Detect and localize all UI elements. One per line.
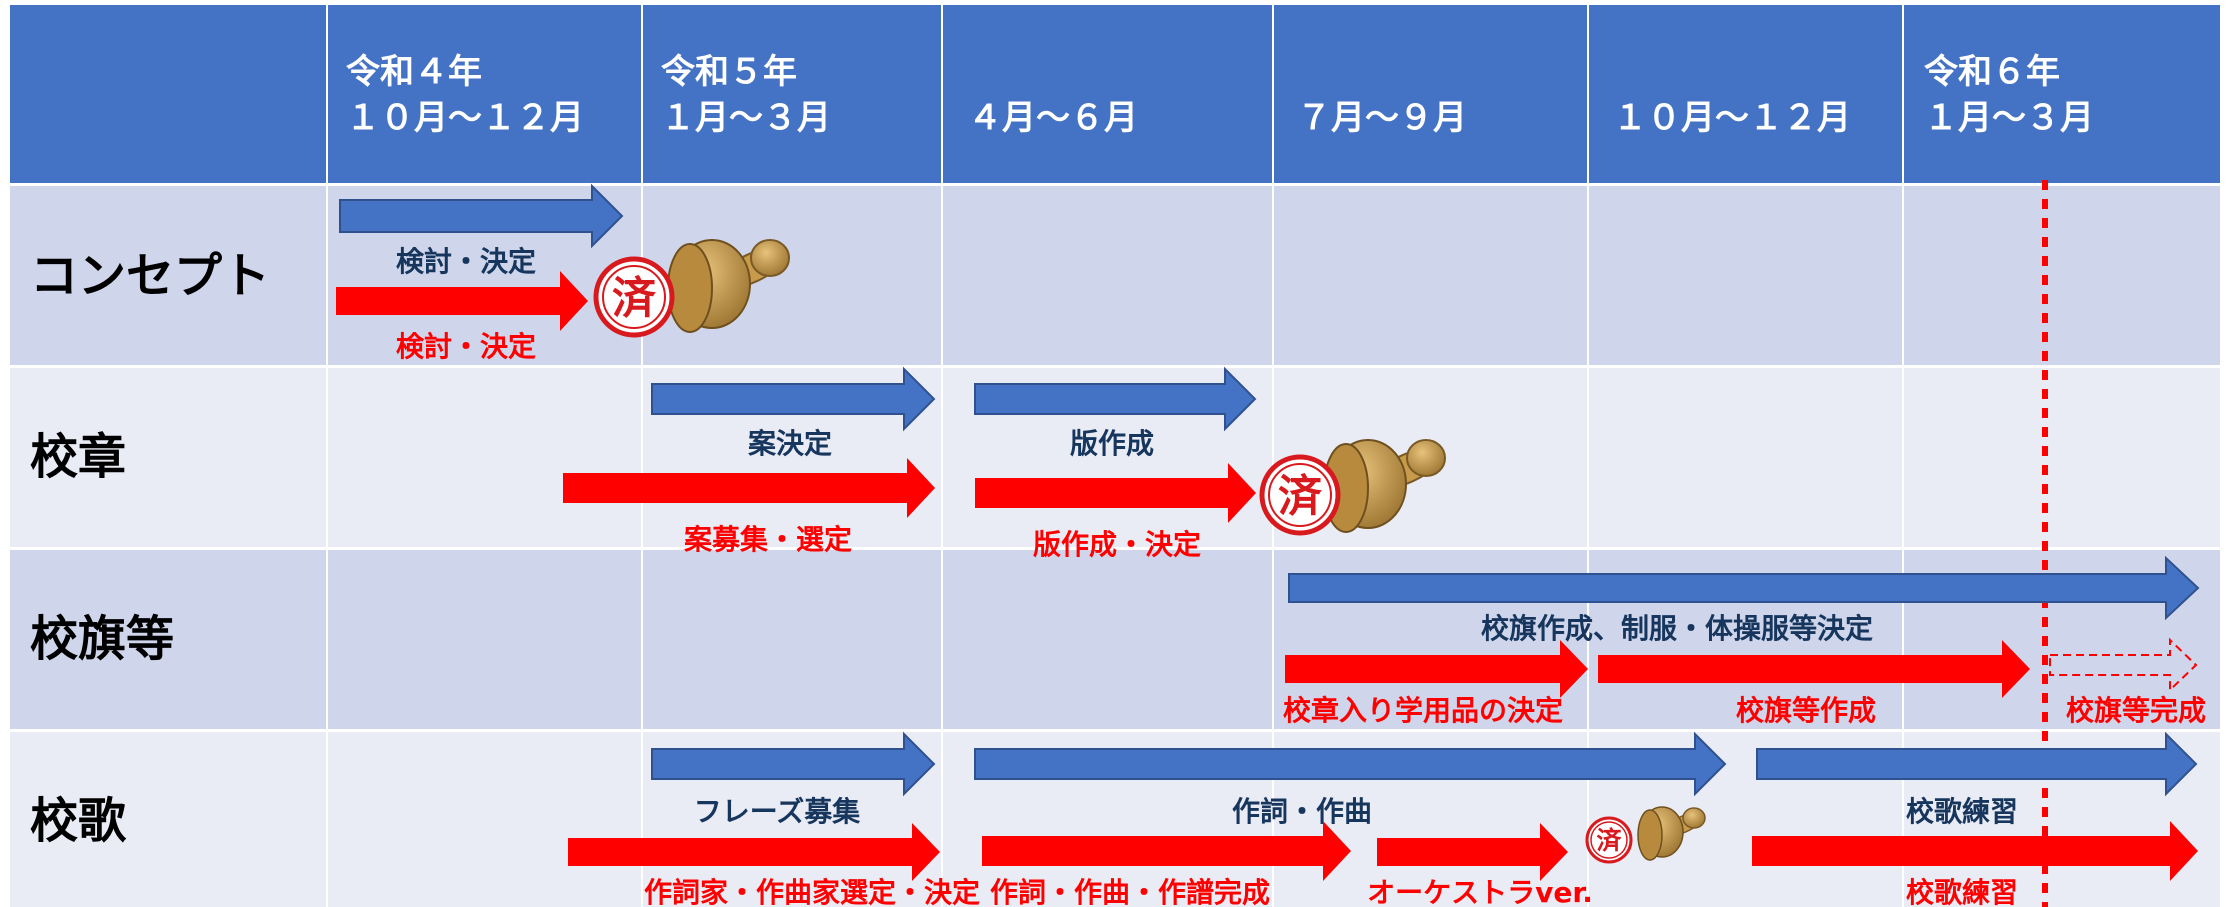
period-2-months: １月～３月 bbox=[661, 98, 831, 138]
header-cell-2 bbox=[643, 5, 941, 183]
completed-stamp-2: 済 bbox=[1259, 439, 1446, 536]
row-concept-cell bbox=[1904, 186, 2220, 365]
row-flag-cell bbox=[643, 550, 941, 729]
row-emblem-cell bbox=[1589, 368, 1902, 547]
row-song-label-cell bbox=[10, 732, 326, 907]
stamp-text: 済 bbox=[1278, 471, 1323, 522]
row-label-song: 校歌 bbox=[30, 793, 127, 849]
arrow-song-actual-3 bbox=[1377, 823, 1568, 881]
label-song-actual-2: 作詞・作曲・作譜完成 bbox=[990, 876, 1270, 907]
label-song-plan-3: 校歌練習 bbox=[1906, 795, 2018, 828]
completed-stamp-1: 済 bbox=[593, 239, 790, 338]
arrow-song-actual-2 bbox=[982, 821, 1351, 881]
row-emblem-label-cell bbox=[10, 368, 326, 547]
period-1-year: 令和４年 bbox=[346, 52, 482, 92]
label-concept-plan: 検討・決定 bbox=[396, 245, 536, 278]
period-5-months: １０月～１２月 bbox=[1613, 98, 1851, 138]
period-2-year: 令和５年 bbox=[661, 52, 797, 92]
label-concept-actual: 検討・決定 bbox=[396, 330, 536, 363]
arrow-emblem-plan-2 bbox=[974, 366, 1257, 432]
header-cell-4 bbox=[1274, 5, 1587, 183]
row-flag-cell bbox=[943, 550, 1272, 729]
label-flag-actual-1: 校章入り学用品の決定 bbox=[1283, 694, 1563, 727]
row-concept-cell bbox=[943, 186, 1272, 365]
row-flag-label-cell bbox=[10, 550, 326, 729]
header-cell-3 bbox=[943, 5, 1272, 183]
stamp-text: 済 bbox=[612, 273, 657, 324]
label-flag-plan: 校旗作成、制服・体操服等決定 bbox=[1481, 612, 1873, 645]
row-label-concept: コンセプト bbox=[30, 248, 270, 304]
arrow-song-actual-1 bbox=[568, 823, 940, 881]
arrow-emblem-actual-1 bbox=[563, 458, 935, 518]
arrow-flag-actual-1 bbox=[1285, 640, 1588, 698]
arrow-song-plan-3 bbox=[1756, 731, 2198, 797]
period-1-months: １０月～１２月 bbox=[346, 98, 584, 138]
label-song-plan-1: フレーズ募集 bbox=[694, 795, 861, 828]
arrow-flag-actual-2 bbox=[1598, 640, 2030, 698]
label-song-actual-1: 作詞家・作曲家選定・決定 bbox=[644, 876, 980, 907]
arrow-song-actual-4 bbox=[1752, 821, 2198, 881]
header-cell-6 bbox=[1904, 5, 2220, 183]
period-4-months: ７月～９月 bbox=[1297, 98, 1467, 138]
row-concept-label-cell bbox=[10, 186, 326, 365]
header-cell-5 bbox=[1589, 5, 1902, 183]
row-concept-cell bbox=[1274, 186, 1587, 365]
row-emblem-cell bbox=[1904, 368, 2220, 547]
label-flag-future: 校旗等完成 bbox=[2066, 694, 2206, 727]
header-cell-1 bbox=[328, 5, 641, 183]
arrow-song-plan-2 bbox=[974, 731, 1727, 797]
row-label-emblem: 校章 bbox=[30, 429, 126, 485]
arrow-flag-future bbox=[2049, 637, 2198, 693]
header-corner-cell bbox=[10, 5, 326, 183]
label-emblem-actual-1: 案募集・選定 bbox=[684, 523, 852, 556]
label-emblem-actual-2: 版作成・決定 bbox=[1033, 528, 1201, 561]
header-row: 令和４年 １０月～１２月 令和５年 １月～３月 ４月～６月 ７月～９月 １０月～… bbox=[10, 5, 2220, 183]
period-3-months: ４月～６月 bbox=[968, 98, 1138, 138]
label-song-plan-2: 作詞・作曲 bbox=[1232, 795, 1372, 828]
row-emblem-cell bbox=[328, 368, 641, 547]
period-6-months: １月～３月 bbox=[1924, 98, 2094, 138]
arrow-song-plan-1 bbox=[651, 731, 936, 797]
label-emblem-plan-1: 案決定 bbox=[748, 427, 832, 460]
label-song-actual-3: オーケストラver. bbox=[1367, 876, 1593, 907]
row-concept-cell bbox=[1589, 186, 1902, 365]
arrow-emblem-plan-1 bbox=[651, 366, 936, 432]
arrow-emblem-actual-2 bbox=[975, 463, 1256, 523]
row-flag-cell bbox=[328, 550, 641, 729]
label-song-actual-4: 校歌練習 bbox=[1906, 876, 2018, 907]
arrow-flag-plan-shape bbox=[1288, 555, 2200, 621]
label-flag-actual-2: 校旗等作成 bbox=[1736, 694, 1876, 727]
completed-stamp-3: 済 bbox=[1585, 806, 1706, 864]
row-label-flag: 校旗等 bbox=[30, 611, 174, 667]
arrow-concept-actual bbox=[336, 271, 588, 331]
row-song-cell bbox=[328, 732, 641, 907]
arrow-concept-plan bbox=[339, 183, 624, 249]
label-emblem-plan-2: 版作成 bbox=[1070, 427, 1154, 460]
period-6-year: 令和６年 bbox=[1924, 52, 2060, 92]
stamp-text: 済 bbox=[1596, 826, 1622, 855]
